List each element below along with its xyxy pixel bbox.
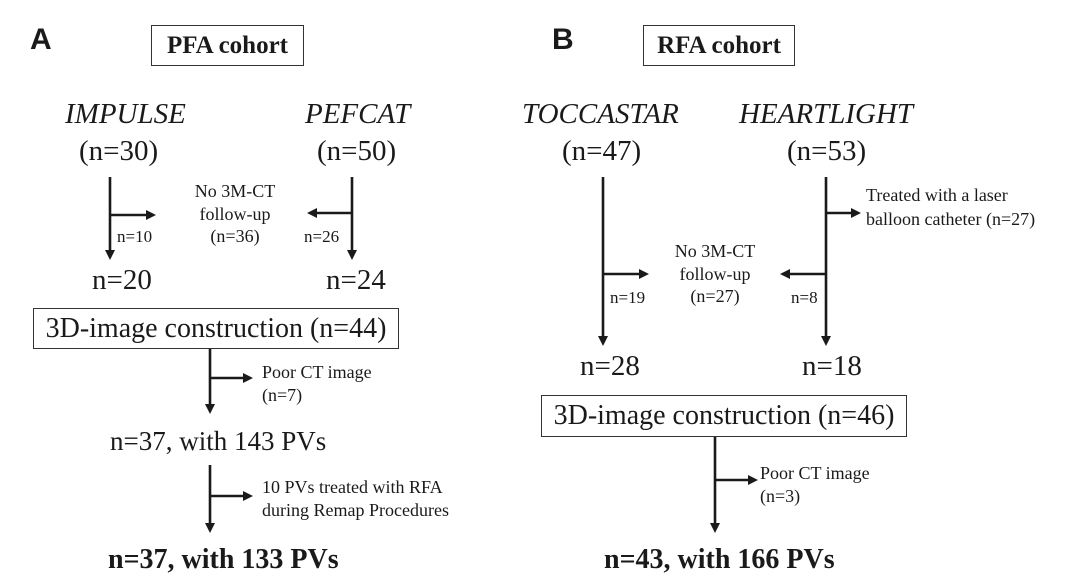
heartlight-n: (n=53) [787,135,867,167]
pfa-rfa-line2: during Remap Procedures [262,499,449,520]
rfa-no-ct-line1: No 3M-CT [674,241,756,261]
pfa-rfa-exclusion: 10 PVs treated with RFA during Remap Pro… [262,476,449,521]
rfa-poor-ct-line1: Poor CT image [760,463,870,483]
toccastar-label: TOCCASTAR [522,98,679,130]
rfa-final-count: n=43, with 166 PVs [604,544,835,575]
impulse-excluded-n: n=10 [117,227,153,246]
pfa-poor-ct-line1: Poor CT image [262,362,372,382]
impulse-label: IMPULSE [65,98,186,130]
heartlight-excluded-n: n=8 [791,288,818,307]
rfa-poor-ct-exclusion: Poor CT image (n=3) [760,462,870,507]
pfa-construction-box: 3D-image construction (n=44) [33,308,399,349]
pfa-no-ct-line3: (n=36) [210,226,260,246]
panel-a-label: A [30,23,52,56]
rfa-laser-line2: balloon catheter (n=27) [866,209,1036,230]
rfa-cohort-box: RFA cohort [643,25,795,66]
rfa-no-ct-line3: (n=27) [690,286,740,306]
toccastar-excluded-n: n=19 [610,288,646,307]
pfa-final-count: n=37, with 133 PVs [108,544,339,575]
pfa-no-ct-line2: follow-up [199,203,271,224]
rfa-laser-line1: Treated with a laser [866,185,1008,205]
pefcat-remaining-n: n=24 [326,264,386,296]
pfa-no-ct-line1: No 3M-CT [194,181,276,201]
pefcat-excluded-n: n=26 [304,227,340,246]
pfa-poor-ct-line2: (n=7) [262,384,303,405]
impulse-n: (n=30) [79,135,159,167]
pefcat-label: PEFCAT [305,98,411,130]
pfa-poor-ct-exclusion: Poor CT image (n=7) [262,361,372,406]
heartlight-label: HEARTLIGHT [739,98,914,130]
rfa-no-ct-line2: follow-up [679,263,751,284]
rfa-laser-exclusion: Treated with a laser balloon catheter (n… [866,183,1035,232]
pefcat-n: (n=50) [317,135,397,167]
toccastar-remaining-n: n=28 [580,350,640,382]
pfa-cohort-box: PFA cohort [151,25,304,66]
impulse-remaining-n: n=20 [92,264,152,296]
pfa-no-ct-exclusion: No 3M-CT follow-up (n=36) [170,180,300,248]
rfa-poor-ct-line2: (n=3) [760,485,801,506]
rfa-construction-box: 3D-image construction (n=46) [541,395,907,437]
rfa-no-ct-exclusion: No 3M-CT follow-up (n=27) [650,240,780,308]
panel-b-label: B [552,23,574,56]
pfa-after-poor-ct: n=37, with 143 PVs [110,426,327,456]
toccastar-n: (n=47) [562,135,642,167]
pfa-rfa-line1: 10 PVs treated with RFA [262,477,443,497]
heartlight-remaining-n: n=18 [802,350,862,382]
